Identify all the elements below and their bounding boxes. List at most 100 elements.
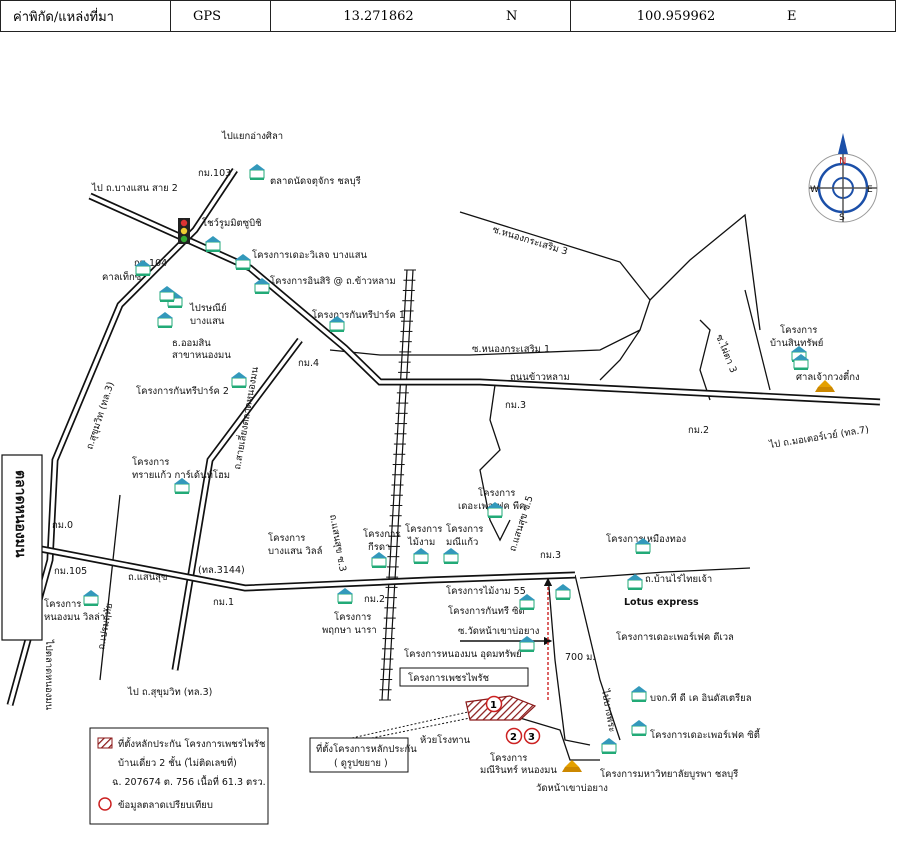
building-icon xyxy=(135,260,151,276)
building-icon xyxy=(249,164,265,180)
place-maingam-55: โครงการไม้งาม 55 xyxy=(446,585,526,597)
label-km3-top: กม.3 xyxy=(505,400,526,411)
label-to-nong-mon-market: ไปตลาดหนองมน xyxy=(43,639,55,711)
nong-mon-market-box: ตลาดหนองมน xyxy=(1,454,43,641)
building-icon xyxy=(231,372,247,388)
label-km103: กม.103 xyxy=(198,168,231,179)
building-icon xyxy=(337,588,353,604)
label-soi-phai-ta: ซ.ไผ่ตา 3 xyxy=(713,333,739,375)
compass-n: N xyxy=(839,156,846,167)
place-perfect-city: โครงการเดอะเพอร์เฟค ซิตี้ xyxy=(650,728,761,741)
petcharat-label-box: โครงการเพชรไพรัช xyxy=(399,667,529,687)
building-icons xyxy=(83,164,835,772)
building-icon xyxy=(635,538,651,554)
place-mai-ngam-2: ไม้งาม xyxy=(407,536,435,548)
place-bj-lab: บจก.ที ดี เค อินดัสเตรียล xyxy=(650,692,752,704)
label-to-bang-phra: ไปบางพระ xyxy=(599,687,619,733)
place-manee-2: มณีแก้ว xyxy=(446,536,478,548)
building-icon xyxy=(487,502,503,518)
place-kanthri-2: โครงการกันทรีปาร์ค 2 xyxy=(136,385,229,397)
place-showroom: โชว์รูมมิตซูบิชิ xyxy=(202,217,262,229)
minor-roads xyxy=(99,211,771,761)
building-icon xyxy=(83,590,99,606)
place-inn-siri: โครงการอินสิริ @ ถ.ข้าวหลาม xyxy=(270,275,396,287)
legend-line-2: บ้านเดี่ยว 2 ชั้น (ไม่ติดเลขที่) xyxy=(118,756,237,769)
place-chonburi-market: ตลาดนัดจตุจักร ชลบุรี xyxy=(270,175,361,187)
place-kirada: โครงการ xyxy=(363,528,400,540)
building-icon xyxy=(631,686,647,702)
place-the-village: โครงการเดอะวิเลจ บางแสน xyxy=(252,249,368,261)
subject-label: ที่ตั้งโครงการหลักประกัน xyxy=(316,742,417,755)
building-icon xyxy=(205,236,221,252)
label-sukhumvit: ถ.สุขุมวิท (ทล.3) xyxy=(84,380,116,450)
label-km105: กม.105 xyxy=(54,566,87,577)
place-post-office: ไปรษณีย์ xyxy=(189,302,227,314)
place-sai-kaew-2: ทรายแก้ว การ์เด้นท์โฮม xyxy=(132,469,230,481)
label-to-motorway: ไป ถ.มอเตอร์เวย์ (ทล.7) xyxy=(768,423,870,451)
building-icon xyxy=(627,574,643,590)
longitude-value: 100.959962 xyxy=(636,8,716,24)
place-huai-rong: ห้วยโรงทาน xyxy=(420,734,471,746)
place-bang-saen-ville-2: บางแสน วิลล์ xyxy=(268,545,323,557)
building-icon xyxy=(157,312,173,328)
label-to-bang-saen-2: ไป ถ.บางแสน สาย 2 xyxy=(91,182,178,194)
label-to-sukhumvit: ไป ถ.สุขุมวิท (ทล.3) xyxy=(127,686,212,698)
label-soi-kra-soem-3: ซ.หนองกระเสริม 3 xyxy=(491,224,569,257)
place-the-leaf: โครงการ xyxy=(478,487,515,499)
label-km2-mid: กม.2 xyxy=(364,594,385,605)
place-labels: ตลาดนัดจตุจักร ชลบุรี โชว์รูมมิตซูบิชิ โ… xyxy=(44,175,860,794)
place-kanthri-city: โครงการกันทรี ซิตี้ xyxy=(448,604,526,617)
place-kanthri-1: โครงการกันทรีปาร์ค 1 xyxy=(312,309,405,321)
label-tl3144: (ทล.3144) xyxy=(198,565,245,576)
building-icon xyxy=(371,552,387,568)
major-roads xyxy=(6,168,881,706)
label-km0: กม.0 xyxy=(52,520,73,531)
marker-1: 1 xyxy=(490,700,497,711)
label-km2: กม.2 xyxy=(688,425,709,436)
legend-box: ที่ตั้งหลักประกัน โครงการเพชรไพรัช บ้านเ… xyxy=(89,727,269,825)
place-pruksa-2: พฤกษา นารา xyxy=(322,625,377,636)
railway xyxy=(379,269,416,701)
building-icon xyxy=(159,286,175,302)
label-km104: กม.104 xyxy=(134,258,167,269)
coord-source-label: ค่าพิกัด/แหล่งที่มา xyxy=(1,1,171,31)
place-nong-mon-villa: โครงการ xyxy=(44,598,81,610)
place-pruksa: โครงการ xyxy=(334,611,371,623)
place-nong-mon-villa-2: หนองมน วิลล่า xyxy=(44,612,105,623)
traffic-light-icon xyxy=(178,218,190,244)
legend-line-3: ฉ. 207674 ต. 756 เนื้อที่ 61.3 ตรว. xyxy=(112,775,266,788)
building-icon xyxy=(413,548,429,564)
place-maneerat-2: มณีรินทร์ หนองมน xyxy=(480,764,557,776)
marker-3: 3 xyxy=(528,732,535,743)
building-icon xyxy=(443,548,459,564)
label-km1: กม.1 xyxy=(213,597,234,608)
building-icon xyxy=(555,584,571,600)
place-caltex: คาลเท็กซ์ xyxy=(102,270,142,283)
building-icon xyxy=(519,636,535,652)
legend-line-1: ที่ตั้งหลักประกัน โครงการเพชรไพรัช xyxy=(118,737,266,750)
building-icon xyxy=(601,738,617,754)
place-ban-sinsap-2: บ้านสินทรัพย์ xyxy=(770,337,823,349)
building-icon xyxy=(235,254,251,270)
label-km4: กม.4 xyxy=(298,358,319,369)
place-muang-thong: โครงการเหมืองทอง xyxy=(606,533,686,545)
subject-callout-box: ที่ตั้งโครงการหลักประกัน ( ดูรูปขยาย ) xyxy=(309,737,417,773)
comparison-markers: 1 2 3 xyxy=(485,695,541,745)
petcharat-label: โครงการเพชรไพรัช xyxy=(408,672,490,684)
place-nongmon-udom: โครงการหนองมน อุดมทรัพย์ xyxy=(404,648,522,660)
building-icon xyxy=(174,478,190,494)
subject-label-2: ( ดูรูปขยาย ) xyxy=(334,758,388,769)
temple-icon xyxy=(562,760,582,772)
source-value: GPS xyxy=(171,1,271,31)
compass-icon: N S E W xyxy=(808,133,878,223)
temple-icon xyxy=(815,380,835,392)
label-soi-kra-soem-1: ซ.หนองกระเสริม 1 xyxy=(472,344,550,355)
place-shrine: ศาลเจ้ากวงตี๋กง xyxy=(796,370,860,383)
label-saen-suk-rd: ถ.แสนสุข xyxy=(128,572,167,583)
place-wat: วัดหน้าเขาบ่อยาง xyxy=(536,783,608,794)
label-saen-suk-3: ถ.แสนสุข ซ.3 xyxy=(327,514,348,573)
place-bang-saen-ville: โครงการ xyxy=(268,532,305,544)
compass-s: S xyxy=(839,213,845,223)
place-maneerat: โครงการ xyxy=(490,752,527,764)
